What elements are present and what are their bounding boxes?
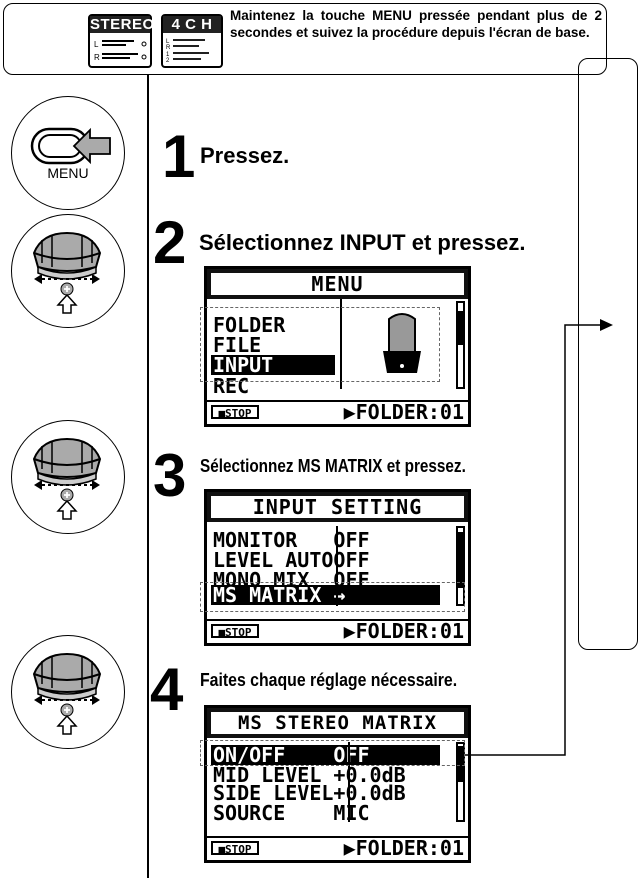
4ch-mode-badge: 4 C H L R 1 2: [161, 14, 223, 68]
step-3-number: 3: [153, 442, 186, 509]
ms-matrix-title: MS STEREO MATRIX: [211, 712, 464, 734]
microphone-icon: [383, 313, 421, 373]
svg-text:R: R: [166, 45, 171, 51]
highlight-dash-menu: [200, 307, 440, 382]
stop-indicator: ■STOP: [211, 405, 259, 420]
menu-item-folder: FOLDER: [213, 313, 286, 337]
step-1-number: 1: [162, 123, 195, 190]
menu-key-icon: MENU: [11, 96, 125, 210]
ms-matrix-divider: [348, 742, 350, 822]
row-ms-matrix-selected: MS MATRIX →: [211, 585, 440, 605]
folder-indicator: ▶FOLDER:01: [343, 400, 464, 424]
row-ms-matrix-label: MS MATRIX: [213, 583, 334, 607]
row-source-label: SOURCE: [213, 801, 334, 825]
4ch-meter-icon: L R 1 2: [166, 39, 209, 64]
header-box: STEREO L R 4 C H L R 1 2: [3, 3, 607, 75]
lcd-menu-screen: MENU FOLDER FILE INPUT REC ■STOP ▶FOLDER…: [204, 266, 471, 427]
row-mid-level-label: MID LEVEL: [213, 763, 334, 787]
row-on-off-value: OFF: [333, 743, 370, 767]
input-setting-scrollbar: [456, 526, 465, 606]
dial-icon-step2: [11, 214, 125, 328]
input-setting-title: INPUT SETTING: [211, 496, 464, 518]
menu-item-file: FILE: [213, 333, 262, 357]
stop-indicator: ■STOP: [211, 624, 259, 639]
menu-screen-title: MENU: [211, 273, 464, 295]
menu-scrollbar: [456, 301, 465, 389]
input-setting-divider: [336, 526, 338, 606]
ms-matrix-scrollbar: [456, 742, 465, 822]
lcd-input-setting-screen: INPUT SETTING MONITOR OFF LEVEL AUTOOFF …: [204, 489, 471, 646]
header-instruction: Maintenez la touche MENU pressée pendant…: [230, 8, 602, 40]
column-divider: [147, 75, 149, 878]
svg-text:2: 2: [166, 58, 170, 64]
highlight-dash-ms-matrix: [200, 582, 465, 612]
row-side-level-label: SIDE LEVEL: [213, 781, 334, 805]
svg-text:L: L: [94, 40, 99, 49]
row-level-auto-label: LEVEL AUTO: [213, 548, 334, 572]
step-1-text: Pressez.: [200, 143, 290, 168]
dial-icon-step3: [11, 420, 125, 534]
menu-divider: [340, 299, 342, 389]
lcd-ms-matrix-screen: MS STEREO MATRIX ON/OFF OFF MID LEVEL +0…: [204, 705, 471, 863]
row-level-auto-value: OFF: [333, 548, 370, 572]
folder-indicator: ▶FOLDER:01: [343, 619, 464, 643]
step-3-text: Sélectionnez MS MATRIX et pressez.: [200, 456, 466, 476]
step-2-number: 2: [153, 209, 186, 276]
svg-text:R: R: [94, 53, 100, 62]
row-source-value: MIC: [333, 801, 370, 825]
row-side-level-value: +0.0dB: [333, 781, 406, 805]
4ch-badge-label: 4 C H: [163, 16, 221, 33]
stereo-badge-label: STEREO: [90, 16, 155, 33]
step-4-text: Faites chaque réglage nécessaire.: [200, 670, 458, 690]
svg-text:1: 1: [166, 52, 170, 58]
menu-key-label: MENU: [47, 165, 89, 181]
row-on-off-label: ON/OFF: [213, 743, 334, 767]
right-panel-box: [578, 58, 638, 650]
stereo-meter-icon: L R: [94, 40, 147, 62]
stop-indicator: ■STOP: [211, 841, 259, 856]
folder-indicator: ▶FOLDER:01: [343, 836, 464, 860]
step-4-number: 4: [150, 656, 183, 723]
highlight-dash-on-off: [200, 740, 465, 766]
row-mid-level-value: +0.0dB: [333, 763, 406, 787]
menu-item-input-selected: INPUT: [211, 355, 335, 375]
row-monitor-label: MONITOR: [213, 528, 334, 552]
step-2-text: Sélectionnez INPUT et pressez.: [199, 230, 526, 255]
svg-text:L: L: [166, 39, 170, 45]
dial-icon-step4: [11, 635, 125, 749]
row-monitor-value: OFF: [333, 528, 370, 552]
stereo-mode-badge: STEREO L R: [88, 14, 155, 68]
